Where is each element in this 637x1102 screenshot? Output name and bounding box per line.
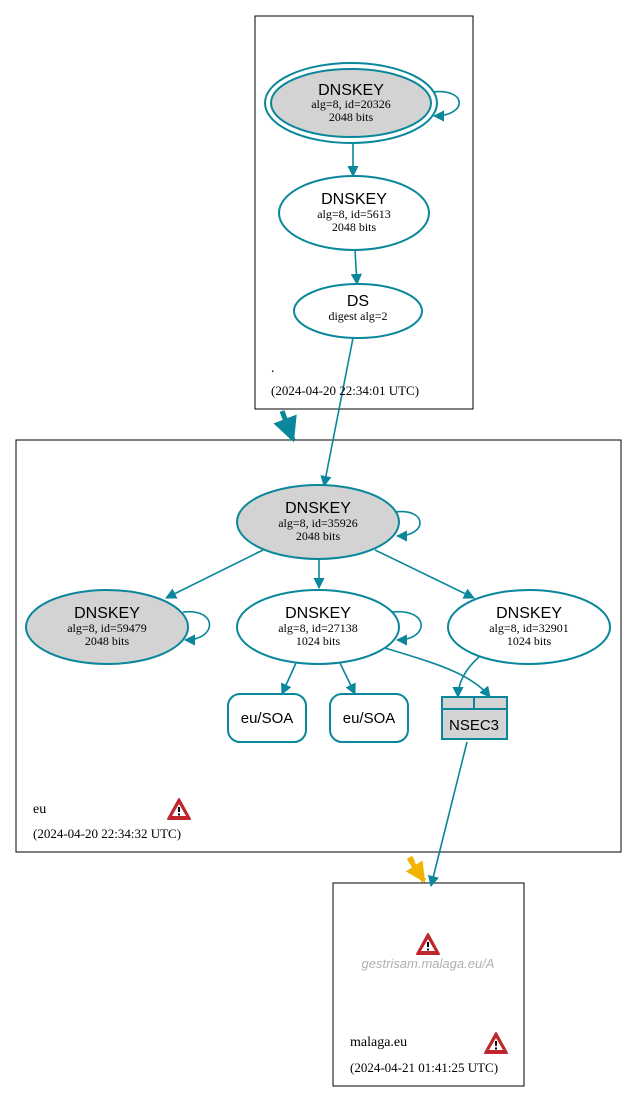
node-32901-bits: 1024 bits	[507, 634, 552, 648]
zone-malaga-timestamp: (2024-04-21 01:41:25 UTC)	[350, 1060, 498, 1075]
node-eu-key-59479[interactable]: DNSKEY alg=8, id=59479 2048 bits	[25, 589, 189, 665]
edge-insecure-delegation	[405, 859, 427, 883]
zone-malaga-name: malaga.eu	[350, 1035, 407, 1050]
node-59479-bits: 2048 bits	[85, 634, 130, 648]
node-eu-ds[interactable]: DS digest alg=2	[293, 283, 423, 339]
edge-eu-ksk-self	[394, 510, 421, 542]
warning-icon	[167, 798, 191, 820]
node-59479-detail: alg=8, id=59479	[67, 621, 147, 635]
node-root-ksk-title: DNSKEY	[318, 82, 384, 99]
zone-eu-timestamp: (2024-04-20 22:34:32 UTC)	[33, 826, 181, 841]
node-eu-ds-detail: digest alg=2	[328, 309, 387, 323]
zone-malaga-box	[332, 882, 525, 1087]
node-nsec3-label: NSEC3	[449, 717, 499, 734]
node-eu-ksk-title: DNSKEY	[285, 500, 351, 517]
edge-eu-ksk-to-59479	[164, 549, 264, 599]
warning-icon	[416, 933, 440, 955]
node-eu-soa-2-label: eu/SOA	[343, 710, 396, 727]
node-root-ksk-bits: 2048 bits	[329, 110, 374, 124]
zone-eu-name: eu	[33, 802, 46, 817]
node-eu-ksk[interactable]: DNSKEY alg=8, id=35926 2048 bits	[236, 484, 400, 560]
edge-root-to-eu-delegation	[273, 410, 297, 443]
warning-icon	[484, 1032, 508, 1054]
node-root-zsk-bits: 2048 bits	[332, 220, 377, 234]
node-nsec3[interactable]: NSEC3	[441, 696, 508, 740]
edge-nsec3-to-query	[428, 741, 468, 888]
node-eu-ksk-detail: alg=8, id=35926	[278, 516, 358, 530]
edge-27138-self	[391, 610, 422, 646]
edge-ds-to-eu-ksk	[320, 337, 354, 488]
node-root-ksk[interactable]: DNSKEY alg=8, id=20326 2048 bits	[264, 62, 438, 144]
edge-root-zsk-to-ds	[350, 249, 362, 286]
node-32901-detail: alg=8, id=32901	[489, 621, 569, 635]
node-root-ksk-detail: alg=8, id=20326	[311, 97, 391, 111]
edge-27138-to-nsec3	[384, 647, 491, 698]
node-eu-ksk-bits: 2048 bits	[296, 529, 341, 543]
node-27138-bits: 1024 bits	[296, 634, 341, 648]
zone-root-name: .	[271, 361, 275, 376]
node-root-zsk-title: DNSKEY	[321, 191, 387, 208]
node-eu-soa-1-label: eu/SOA	[241, 710, 294, 727]
insecure-marker	[406, 855, 416, 865]
edge-27138-to-soa-1	[281, 662, 297, 696]
edge-32901-to-nsec3	[452, 655, 481, 699]
node-eu-key-27138[interactable]: DNSKEY alg=8, id=27138 1024 bits	[236, 589, 400, 665]
node-27138-detail: alg=8, id=27138	[278, 621, 358, 635]
node-eu-ds-title: DS	[347, 293, 369, 310]
node-eu-soa-2[interactable]: eu/SOA	[329, 693, 409, 743]
edge-root-ksk-self	[431, 90, 461, 122]
node-eu-key-32901[interactable]: DNSKEY alg=8, id=32901 1024 bits	[447, 589, 611, 665]
edge-27138-to-soa-2	[339, 662, 356, 696]
query-name[interactable]: gestrisam.malaga.eu/A	[362, 956, 495, 971]
node-root-zsk[interactable]: DNSKEY alg=8, id=5613 2048 bits	[278, 175, 430, 251]
edge-eu-ksk-to-32901	[374, 549, 476, 599]
edge-59479-self	[182, 610, 211, 646]
node-root-zsk-detail: alg=8, id=5613	[317, 207, 391, 221]
zone-root-timestamp: (2024-04-20 22:34:01 UTC)	[271, 383, 419, 398]
node-eu-soa-1[interactable]: eu/SOA	[227, 693, 307, 743]
node-32901-title: DNSKEY	[496, 605, 562, 622]
node-27138-title: DNSKEY	[285, 605, 351, 622]
node-59479-title: DNSKEY	[74, 605, 140, 622]
